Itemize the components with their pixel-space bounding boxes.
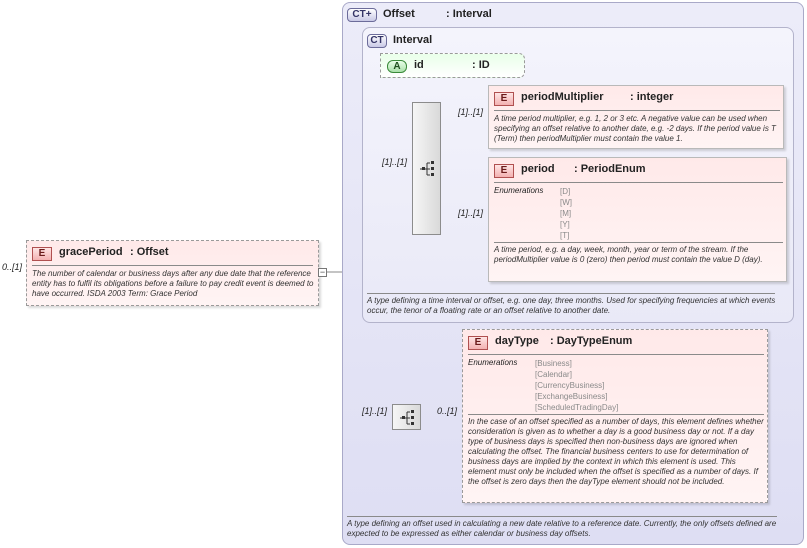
offset-sequence-cardinality: [1]..[1] <box>362 406 388 416</box>
period-multiplier-element[interactable]: E periodMultiplier : integer A time peri… <box>488 85 784 149</box>
period-enum-value: [M] <box>560 209 572 218</box>
period-enum-value: [D] <box>560 187 571 196</box>
period-type: : PeriodEnum <box>574 163 646 175</box>
period-multiplier-type: : integer <box>630 91 674 103</box>
complex-type-badge-icon: CT <box>367 34 387 48</box>
period-description: A time period, e.g. a day, week, month, … <box>494 245 763 264</box>
period-enum-value: [Y] <box>560 220 570 229</box>
period-multiplier-cardinality: [1]..[1] <box>458 107 484 117</box>
period-multiplier-divider <box>494 110 780 111</box>
offset-type-name: Offset <box>383 8 415 20</box>
complex-type-badge-icon: CT+ <box>347 8 377 22</box>
period-enumerations-label: Enumerations <box>494 186 544 195</box>
grace-period-name: gracePeriod <box>59 246 123 258</box>
offset-divider <box>347 516 777 517</box>
attribute-badge-icon: A <box>387 60 407 73</box>
element-badge-icon: E <box>494 92 514 106</box>
offset-type-base: : Interval <box>446 8 492 20</box>
attribute-name: id <box>414 59 424 71</box>
interval-description: A type defining a time interval or offse… <box>367 296 776 315</box>
interval-sequence-cardinality: [1]..[1] <box>382 157 408 167</box>
day-type-enum-value: [Business] <box>535 359 572 368</box>
period-cardinality: [1]..[1] <box>458 208 484 218</box>
day-type-enum-value: [Calendar] <box>535 370 572 379</box>
grace-period-cardinality: 0..[1] <box>2 262 23 272</box>
day-type-type: : DayTypeEnum <box>550 335 633 347</box>
period-enum-divider <box>494 242 783 243</box>
day-type-enum-value: [ExchangeBusiness] <box>535 392 608 401</box>
day-type-cardinality: 0..[1] <box>437 406 458 416</box>
sequence-icon <box>400 410 414 425</box>
grace-period-type: : Offset <box>130 246 169 258</box>
element-badge-icon: E <box>32 247 52 261</box>
period-multiplier-name: periodMultiplier <box>521 91 604 103</box>
collapse-toggle-icon[interactable]: − <box>318 267 327 277</box>
element-badge-icon: E <box>494 164 514 178</box>
element-badge-icon: E <box>468 336 488 350</box>
period-multiplier-description: A time period multiplier, e.g. 1, 2 or 3… <box>494 114 776 143</box>
day-type-enum-divider <box>468 414 764 415</box>
day-type-element[interactable]: E dayType : DayTypeEnum Enumerations [Bu… <box>462 329 768 503</box>
offset-description: A type defining an offset used in calcul… <box>347 519 777 538</box>
grace-period-divider <box>32 265 313 266</box>
day-type-description: In the case of an offset specified as a … <box>468 417 764 486</box>
sequence-icon <box>420 161 434 176</box>
period-enum-value: [W] <box>560 198 572 207</box>
grace-period-description: The number of calendar or business days … <box>32 269 314 298</box>
attribute-type: : ID <box>472 59 490 71</box>
day-type-enum-value: [CurrencyBusiness] <box>535 381 605 390</box>
interval-divider <box>367 293 775 294</box>
period-divider <box>494 182 783 183</box>
interval-type-name: Interval <box>393 34 433 46</box>
day-type-name: dayType <box>495 335 539 347</box>
period-name: period <box>521 163 555 175</box>
period-element[interactable]: E period : PeriodEnum Enumerations [D] [… <box>488 157 787 282</box>
day-type-divider <box>468 354 764 355</box>
period-enum-value: [T] <box>560 231 570 240</box>
interval-sequence[interactable] <box>412 102 441 235</box>
day-type-enum-value: [ScheduledTradingDay] <box>535 403 619 412</box>
id-attribute[interactable]: A id : ID <box>380 53 525 78</box>
offset-sequence[interactable] <box>392 404 421 430</box>
grace-period-element[interactable]: E gracePeriod : Offset The number of cal… <box>26 240 319 306</box>
day-type-enumerations-label: Enumerations <box>468 358 518 367</box>
